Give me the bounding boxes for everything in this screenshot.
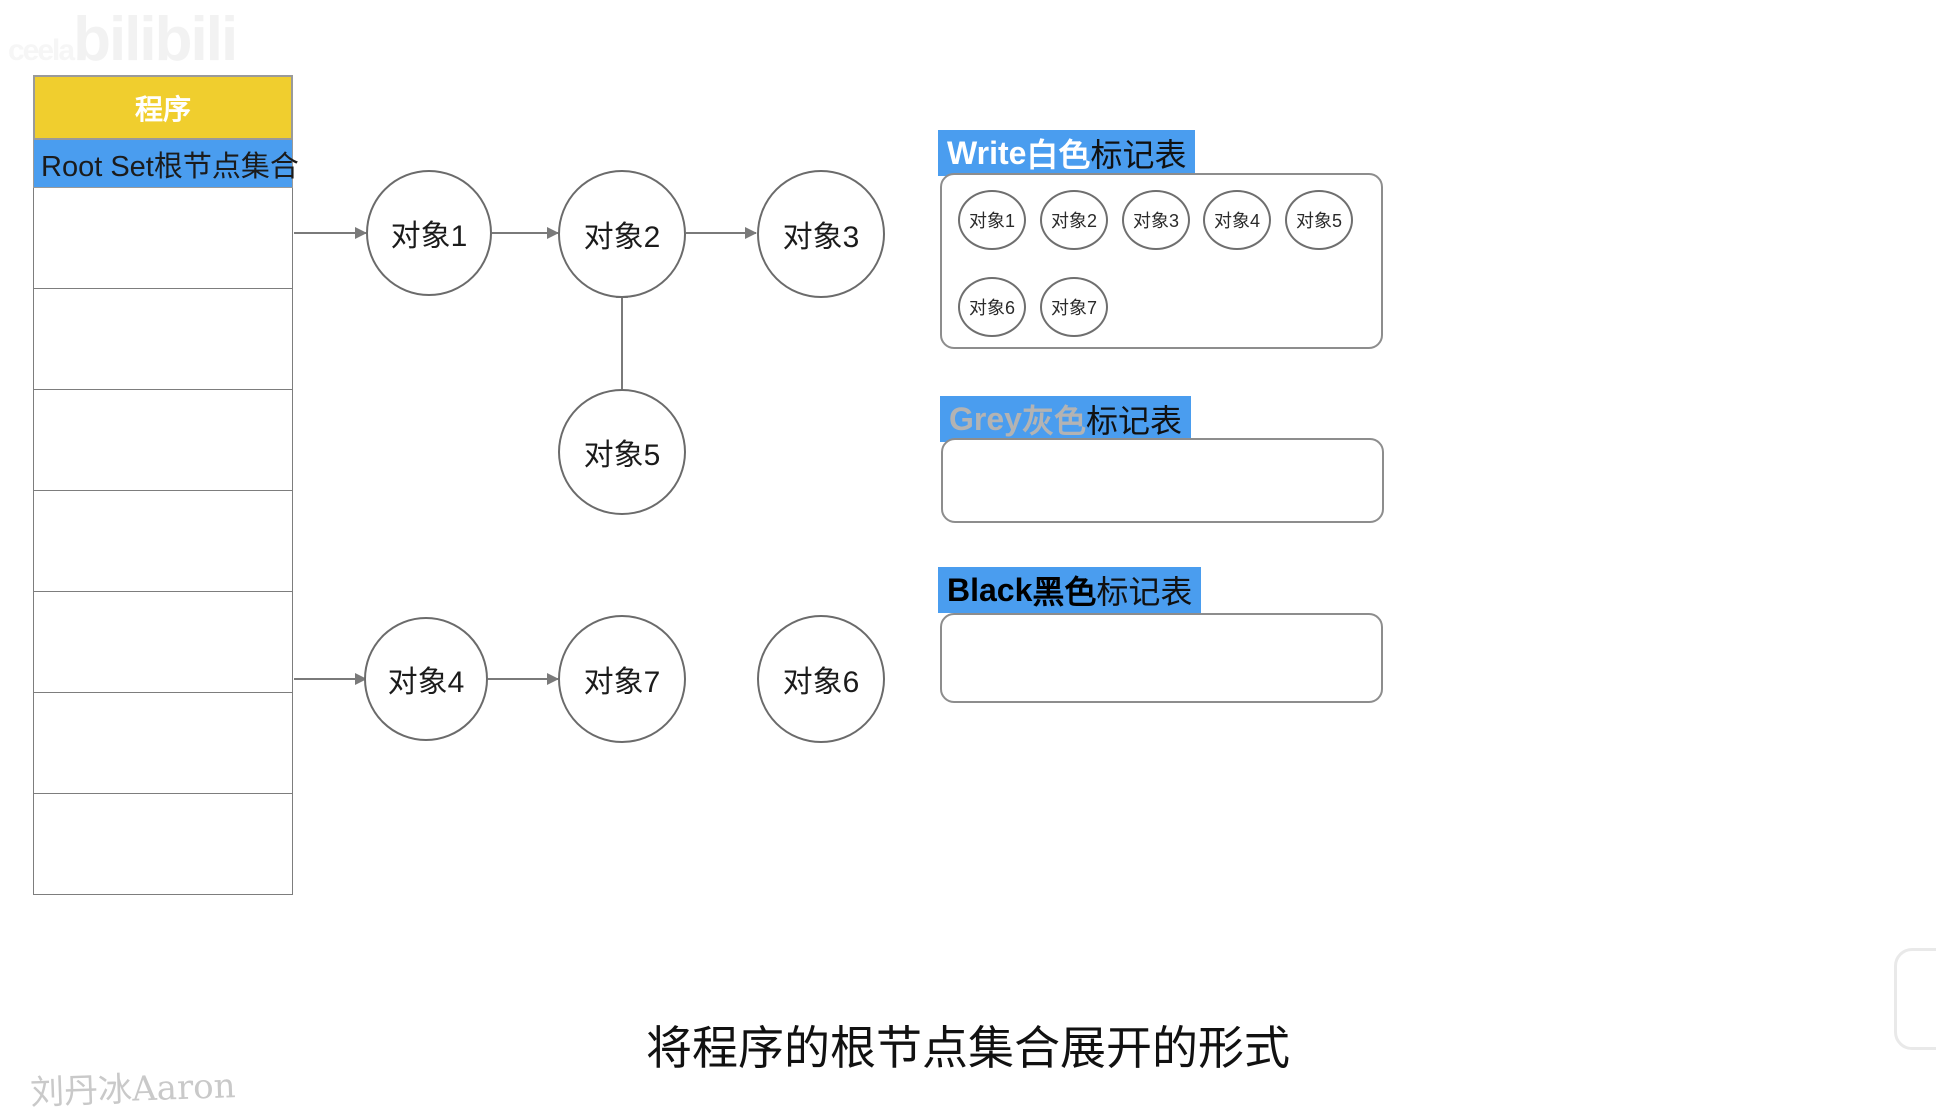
node-obj1-label: 对象1 <box>390 220 468 253</box>
node-obj7[interactable]: 对象7 <box>558 615 686 743</box>
white-chip-obj3[interactable]: 对象3 <box>1122 190 1190 250</box>
grey-mark-table-suffix-label: 标记表 <box>1085 403 1182 439</box>
edge-obj4-to-obj7 <box>488 673 559 685</box>
white-chip-obj3-label: 对象3 <box>1132 211 1179 231</box>
white-chip-obj2[interactable]: 对象2 <box>1040 190 1108 250</box>
white-chip-obj2-label: 对象2 <box>1050 211 1097 231</box>
root-set-row <box>33 592 293 693</box>
root-set-row <box>33 693 293 794</box>
white-chip-obj5[interactable]: 对象5 <box>1285 190 1353 250</box>
watermark-bilibili-text: bilibili <box>73 5 238 74</box>
white-chip-obj5-label: 对象5 <box>1295 211 1342 231</box>
grey-mark-table-color-label: 灰色 <box>1021 403 1086 439</box>
edge-obj5-to-obj2 <box>616 286 628 393</box>
edge-obj1-to-obj2 <box>492 227 559 239</box>
white-chip-obj4-label: 对象4 <box>1213 211 1260 231</box>
grey-mark-table-en-label: Grey <box>949 400 1022 437</box>
root-set-row <box>33 491 293 592</box>
node-obj5[interactable]: 对象5 <box>558 389 686 515</box>
white-chip-obj4[interactable]: 对象4 <box>1203 190 1271 250</box>
black-mark-table-suffix-label: 标记表 <box>1096 574 1193 610</box>
black-mark-table-color-label: 黑色 <box>1032 574 1097 610</box>
root-set-table: 程序 Root Set根节点集合 <box>33 75 299 895</box>
node-obj4[interactable]: 对象4 <box>364 617 488 741</box>
bilibili-watermark: ceelabilibili <box>8 2 308 78</box>
black-mark-table-en-label: Black <box>947 571 1033 608</box>
white-mark-table-header: Write 白色 标记表 <box>938 130 1196 176</box>
node-obj3-label: 对象3 <box>782 221 860 254</box>
root-set-row <box>33 289 293 390</box>
node-obj6[interactable]: 对象6 <box>757 615 885 743</box>
root-set-header: Root Set根节点集合 <box>33 140 299 188</box>
white-chip-obj7-label: 对象7 <box>1050 298 1097 318</box>
grey-mark-table-box <box>941 438 1384 523</box>
black-mark-table-header: Black 黑色 标记表 <box>938 567 1202 613</box>
grey-mark-table-header: Grey 灰色 标记表 <box>940 396 1191 442</box>
edge-obj2-to-obj3 <box>686 227 757 239</box>
watermark-prefix-text: ceela <box>8 34 75 67</box>
page-caption: 将程序的根节点集合展开的形式 <box>646 1022 1290 1074</box>
root-set-row <box>33 390 293 491</box>
right-edge-partial-shape <box>1894 948 1936 1050</box>
node-obj1[interactable]: 对象1 <box>366 170 492 296</box>
node-obj4-label: 对象4 <box>387 666 465 699</box>
black-mark-table-box <box>940 613 1383 703</box>
root-set-row <box>33 188 293 289</box>
white-chip-obj1-label: 对象1 <box>968 211 1015 231</box>
white-chip-obj6-label: 对象6 <box>968 298 1015 318</box>
white-mark-table-color-label: 白色 <box>1026 137 1091 173</box>
node-obj6-label: 对象6 <box>782 666 860 699</box>
node-obj2-label: 对象2 <box>583 221 661 254</box>
white-chip-obj7[interactable]: 对象7 <box>1040 277 1108 337</box>
white-mark-table-en-label: Write <box>947 134 1027 171</box>
program-header: 程序 <box>33 75 293 140</box>
node-obj5-label: 对象5 <box>583 439 661 472</box>
white-mark-table-suffix-label: 标记表 <box>1090 137 1187 173</box>
white-chip-obj1[interactable]: 对象1 <box>958 190 1026 250</box>
white-chip-obj6[interactable]: 对象6 <box>958 277 1026 337</box>
node-obj3[interactable]: 对象3 <box>757 170 885 298</box>
root-set-row <box>33 794 293 895</box>
node-obj2[interactable]: 对象2 <box>558 170 686 298</box>
edge-root-to-obj4 <box>294 673 367 685</box>
node-obj7-label: 对象7 <box>583 666 661 699</box>
edge-root-to-obj1 <box>294 227 367 239</box>
